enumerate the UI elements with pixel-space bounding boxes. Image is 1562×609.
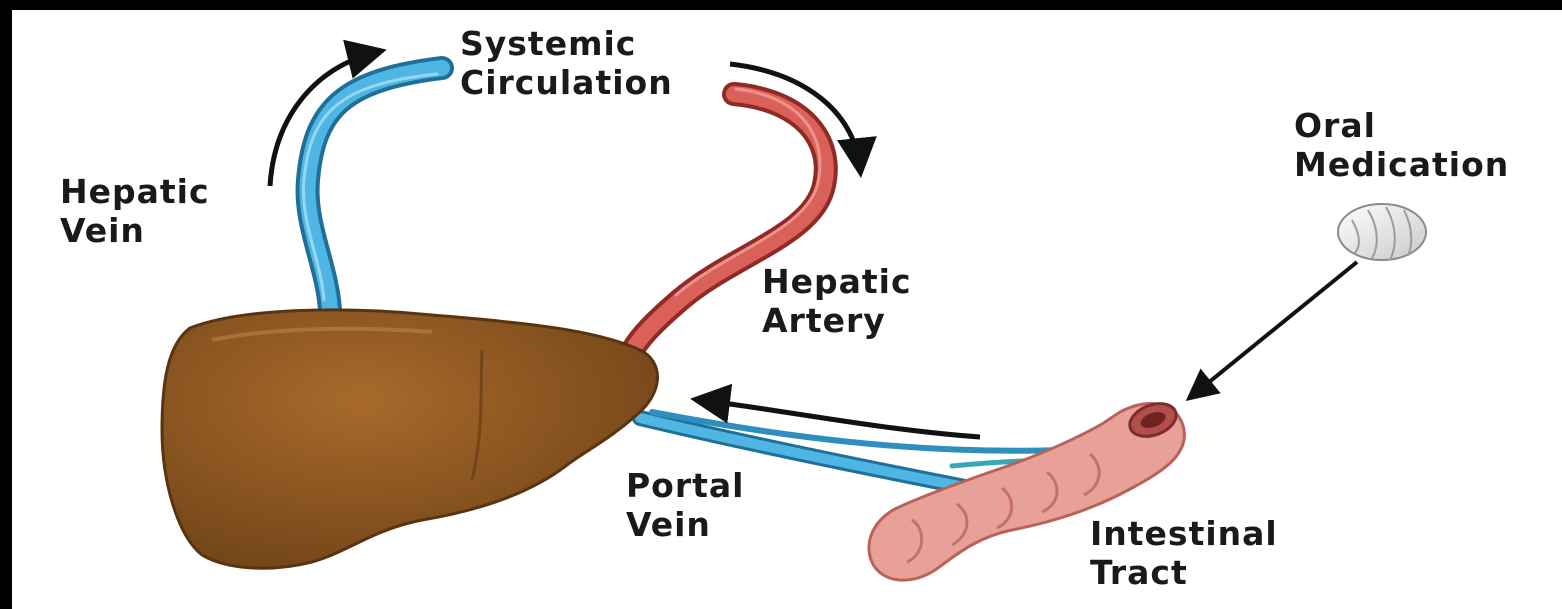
arrow-pill-to-intestine bbox=[1192, 262, 1357, 396]
hepatic-vein-vessel bbox=[303, 68, 442, 310]
label-intestinal-tract: Intestinal Tract bbox=[1090, 514, 1278, 592]
label-hepatic-vein: Hepatic Vein bbox=[60, 172, 210, 250]
label-portal-vein: Portal Vein bbox=[626, 466, 745, 544]
arrow-portal-to-liver bbox=[700, 400, 980, 437]
label-hepatic-artery: Hepatic Artery bbox=[762, 262, 912, 340]
label-systemic-circulation: Systemic Circulation bbox=[460, 24, 673, 102]
label-oral-medication: Oral Medication bbox=[1294, 106, 1509, 184]
pill-icon bbox=[1338, 204, 1426, 260]
liver-icon bbox=[162, 310, 658, 568]
diagram-canvas: Systemic Circulation Hepatic Vein Hepati… bbox=[12, 10, 1562, 609]
